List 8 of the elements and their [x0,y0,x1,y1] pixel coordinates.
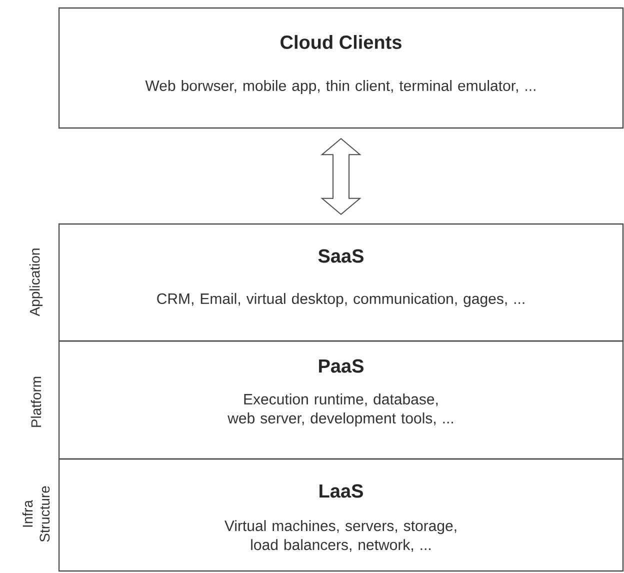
side-label: Platform [30,376,42,427]
double-arrow [320,138,362,216]
layer-box: Cloud Clients Web borwser, mobile app, thin client, terminal emulator, ... [58,7,624,129]
side-label: Application [29,248,43,316]
layer-box: LaaS Virtual machines, servers, storage, load balancers, network, ... [58,458,624,572]
layer-box: SaaS CRM, Email, virtual desktop, communication, gages, ... [58,223,624,342]
side-label: Infra Structure [22,486,50,542]
layer-box: PaaS Execution runtime, database, web server, development tools, ... [58,340,624,460]
